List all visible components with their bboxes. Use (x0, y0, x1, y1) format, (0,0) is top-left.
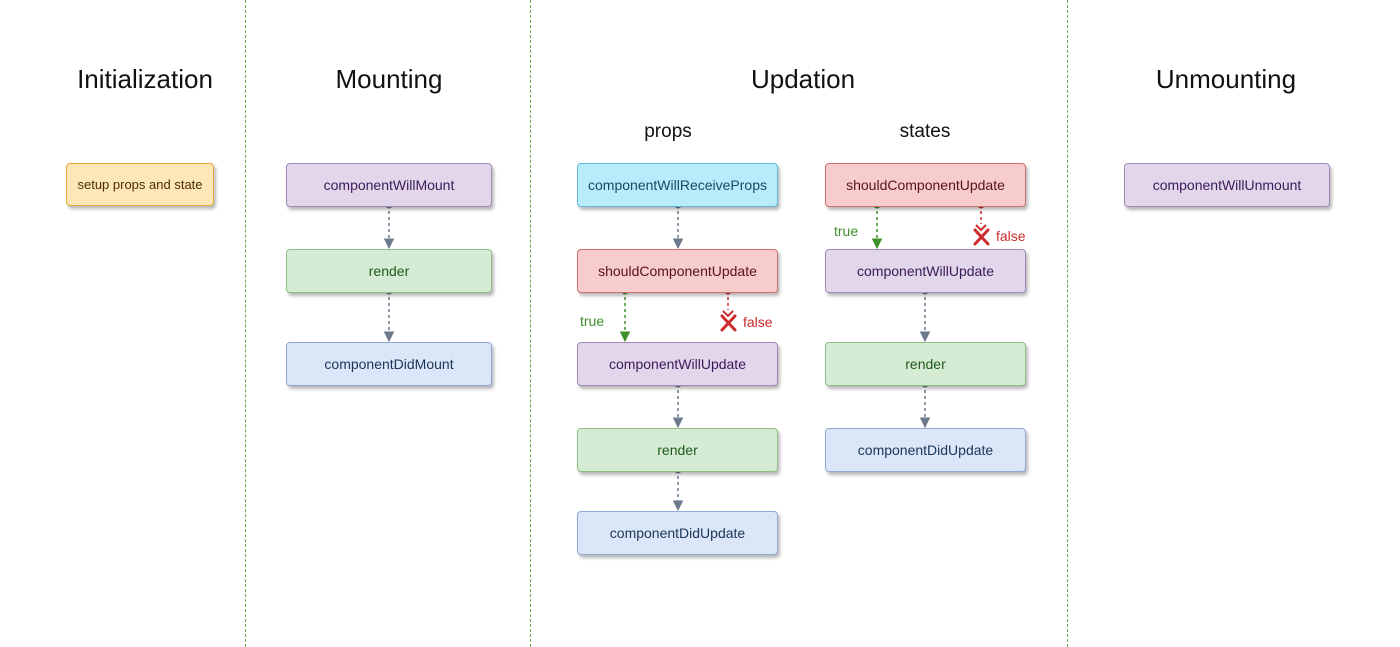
states-true-connector (871, 201, 883, 250)
node-props-component-will-update: componentWillUpdate (577, 342, 778, 386)
node-component-will-unmount: componentWillUnmount (1124, 163, 1330, 207)
label-props-false: false (743, 314, 773, 330)
mount-connector-2 (383, 287, 395, 343)
props-connector-1 (672, 201, 684, 250)
props-true-connector (619, 287, 631, 343)
node-states-should-component-update: shouldComponentUpdate (825, 163, 1026, 207)
node-states-component-will-update: componentWillUpdate (825, 249, 1026, 293)
divider-initialization-mounting (245, 0, 246, 647)
node-props-render: render (577, 428, 778, 472)
states-connector-2 (919, 380, 931, 429)
node-props-component-did-update: componentDidUpdate (577, 511, 778, 555)
node-states-component-did-update: componentDidUpdate (825, 428, 1026, 472)
divider-updation-unmounting (1067, 0, 1068, 647)
node-setup-props-and-state: setup props and state (66, 163, 214, 206)
mount-connector-1 (383, 201, 395, 250)
props-connector-3 (672, 380, 684, 429)
node-mount-component-will-mount: componentWillMount (286, 163, 492, 207)
node-states-render: render (825, 342, 1026, 386)
node-props-component-will-receive-props: componentWillReceiveProps (577, 163, 778, 207)
states-false-x-icon (973, 228, 990, 246)
props-false-x-icon (720, 314, 737, 332)
heading-initialization: Initialization (77, 64, 213, 94)
states-connector-1 (919, 287, 931, 343)
node-mount-component-did-mount: componentDidMount (286, 342, 492, 386)
heading-unmounting: Unmounting (1155, 64, 1297, 94)
label-states-false: false (996, 228, 1026, 244)
label-states-true: true (834, 223, 859, 239)
heading-mounting: Mounting (335, 64, 443, 94)
heading-updation: Updation (750, 64, 856, 94)
divider-mounting-updation (530, 0, 531, 647)
label-props-true: true (580, 313, 605, 329)
node-props-should-component-update: shouldComponentUpdate (577, 249, 778, 293)
subheading-states: states (899, 121, 951, 142)
node-mount-render: render (286, 249, 492, 293)
subheading-props: props (644, 121, 692, 142)
props-connector-4 (672, 466, 684, 512)
